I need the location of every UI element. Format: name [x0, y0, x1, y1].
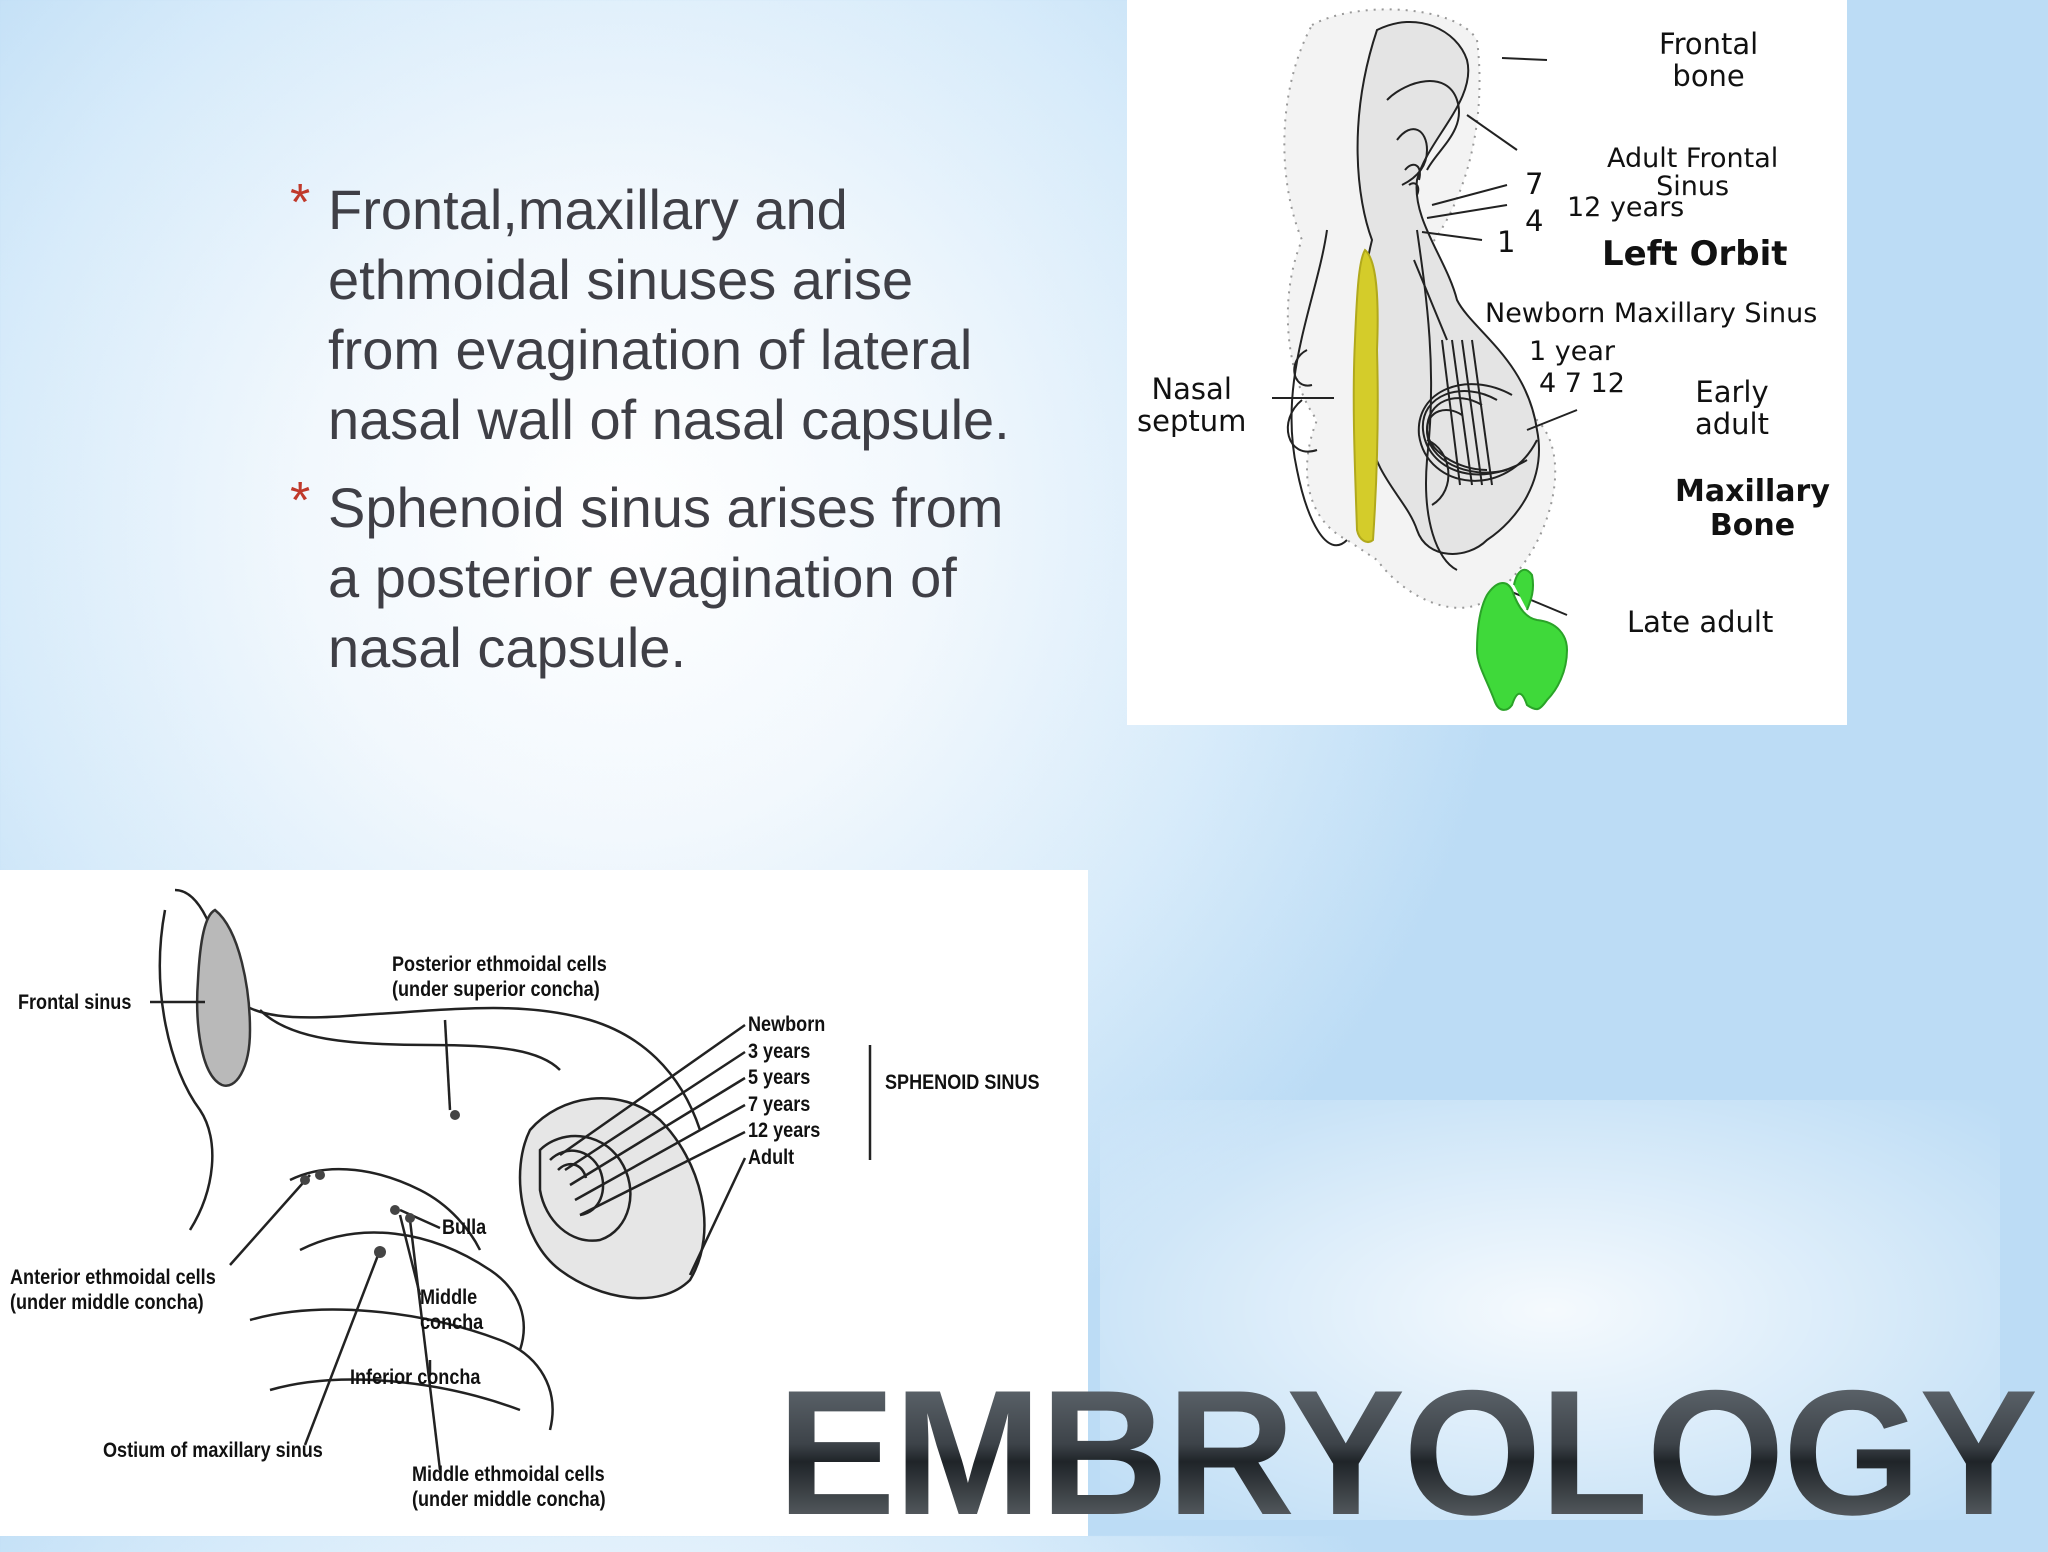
label-early-adult: Early adult	[1695, 375, 1769, 441]
label-adult-frontal-sinus: Adult Frontal Sinus	[1607, 143, 1779, 202]
label-late-adult: Late adult	[1627, 605, 1774, 639]
label-sphenoid-ages: Newborn 3 years 5 years 7 years 12 years…	[748, 1013, 826, 1169]
bullet-item-1: * Frontal,maxillary and ethmoidal sinuse…	[290, 175, 1030, 455]
label-middle-concha: Middle concha	[420, 1286, 484, 1334]
label-left-orbit: Left Orbit	[1602, 234, 1788, 274]
label-frontal-sinus: Frontal sinus	[18, 991, 132, 1014]
label-maxillary-bone: Maxillary Bone	[1675, 474, 1830, 543]
label-newborn-maxillary-sinus: Newborn Maxillary Sinus	[1485, 298, 1818, 329]
label-anterior-ethmoidal-cells: Anterior ethmoidal cells (under middle c…	[10, 1266, 216, 1314]
slide-title: EMBRYOLOGY	[776, 1353, 2038, 1552]
label-number-7: 7	[1525, 167, 1544, 201]
bullet-item-2: * Sphenoid sinus arises from a posterior…	[290, 473, 1030, 683]
label-number-1: 1	[1497, 225, 1516, 259]
nasal-septum-shape	[1352, 248, 1379, 543]
bullet-marker: *	[290, 174, 311, 232]
sagittal-sinus-figure: Frontal sinus Posterior ethmoidal cells …	[0, 870, 1088, 1536]
coronal-diagram	[1272, 8, 1578, 711]
bullet-text: Sphenoid sinus arises from a posterior e…	[328, 476, 1004, 679]
label-ostium-maxillary-sinus: Ostium of maxillary sinus	[103, 1439, 323, 1462]
sinus-development-figure: Frontal bone Adult Frontal Sinus 7 4 1 1…	[1127, 0, 1847, 725]
label-middle-ethmoidal-cells: Middle ethmoidal cells (under middle con…	[412, 1463, 606, 1511]
label-posterior-ethmoidal-cells: Posterior ethmoidal cells (under superio…	[392, 953, 607, 1001]
label-nasal-septum: Nasal septum	[1137, 372, 1247, 438]
tooth-shape	[1475, 582, 1569, 711]
background-glow	[1100, 1100, 2000, 1520]
label-inferior-concha: Inferior concha	[350, 1366, 481, 1389]
label-12-years: 12 years	[1567, 192, 1685, 223]
label-bulla: Bulla	[442, 1216, 487, 1239]
bullet-marker: *	[290, 472, 311, 530]
sagittal-diagram	[150, 888, 872, 1471]
bullet-text: Frontal,maxillary and ethmoidal sinuses …	[328, 178, 1010, 451]
frontal-sinus-shape	[195, 908, 252, 1087]
label-number-4: 4	[1525, 204, 1544, 238]
bullet-list: * Frontal,maxillary and ethmoidal sinuse…	[290, 175, 1030, 701]
label-frontal-bone: Frontal bone	[1659, 27, 1759, 93]
label-4-7-12: 4 7 12	[1539, 368, 1625, 399]
label-1-year: 1 year	[1529, 336, 1615, 367]
label-sphenoid-sinus: SPHENOID SINUS	[885, 1071, 1040, 1094]
